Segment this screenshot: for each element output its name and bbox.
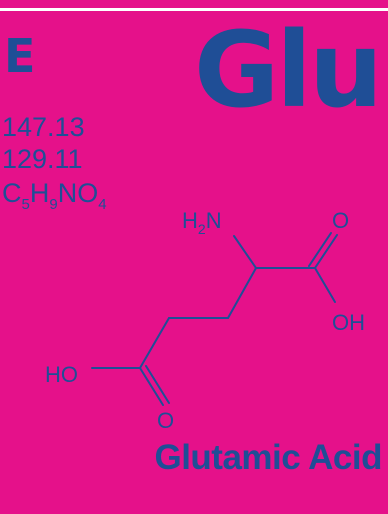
three-letter-code: Glu: [193, 9, 383, 131]
amine-subscript: 2: [198, 221, 206, 237]
formula-c-count: 5: [21, 196, 30, 213]
bond-carboxyl-o-b: [308, 232, 332, 267]
bond-calpha-cbeta: [227, 267, 257, 319]
bond-cgamma-cdelta: [139, 317, 170, 369]
one-letter-code: E: [4, 29, 36, 83]
bond-cdelta-o-a: [139, 367, 164, 406]
formula-o: O: [77, 178, 99, 208]
formula-h: H: [29, 178, 50, 208]
formula-h-count: 9: [49, 196, 58, 213]
residue-mass: 129.11: [2, 144, 83, 174]
top-rule: [0, 8, 388, 11]
amine-n: N: [206, 208, 222, 233]
molecular-formula: C5H9NO4: [2, 178, 107, 213]
formula-c: C: [2, 178, 22, 208]
bond-n-calpha: [233, 235, 257, 269]
amine-h: H: [182, 208, 198, 233]
carbonyl-oxygen-top: O: [332, 208, 349, 233]
amine-group: H2N: [182, 208, 222, 237]
bond-carboxyl-oh: [314, 267, 336, 303]
bond-cdelta-o-b: [145, 365, 170, 404]
formula-o-count: 4: [98, 196, 107, 213]
formula-n: N: [57, 178, 78, 208]
hydroxyl-left: HO: [45, 362, 78, 387]
average-mass: 147.13: [2, 112, 85, 142]
carbonyl-oxygen-bottom: O: [157, 408, 174, 433]
bond-carboxyl-o-a: [314, 234, 338, 269]
hydroxyl-right: OH: [332, 310, 365, 335]
amino-acid-name: Glutamic Acid: [154, 438, 382, 477]
